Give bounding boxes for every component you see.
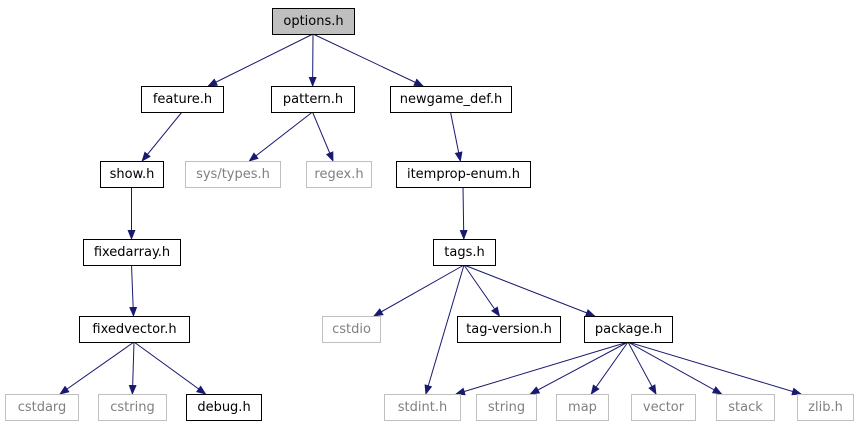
node-string[interactable]: string — [476, 394, 537, 421]
node-layer: options.h feature.h pattern.h newgame_def.h… — [5, 8, 854, 421]
node-box[interactable] — [457, 316, 561, 343]
node-sys-types[interactable]: sys/types.h — [185, 161, 281, 188]
edge-fixedvector-to-debug — [133, 341, 207, 395]
node-tags[interactable]: tags.h — [433, 239, 496, 266]
node-vector[interactable]: vector — [631, 394, 696, 421]
node-box[interactable] — [79, 316, 190, 343]
node-box[interactable] — [271, 86, 355, 113]
node-label: itemprop-enum.h — [407, 167, 520, 182]
node-label: show.h — [110, 167, 155, 182]
edge-tags-to-cstdio — [373, 264, 465, 317]
edge-package-to-stdint — [455, 341, 629, 396]
node-stack[interactable]: stack — [716, 394, 775, 421]
node-label: sys/types.h — [196, 167, 270, 182]
node-label: stdint.h — [398, 400, 447, 415]
edge-package-to-zlib — [627, 341, 802, 396]
node-label: vector — [643, 400, 685, 415]
node-box[interactable] — [272, 8, 355, 35]
edge-options-to-feature — [207, 33, 314, 87]
node-newgame-def[interactable]: newgame_def.h — [390, 86, 512, 113]
node-box[interactable] — [384, 394, 461, 421]
node-box[interactable] — [98, 394, 167, 421]
node-label: regex.h — [314, 167, 363, 182]
node-label: tags.h — [444, 245, 484, 260]
node-box[interactable] — [390, 86, 512, 113]
node-zlib[interactable]: zlib.h — [797, 394, 854, 421]
node-label: tag-version.h — [466, 322, 552, 337]
node-box[interactable] — [186, 394, 262, 421]
node-box[interactable] — [5, 394, 79, 421]
node-label: cstdarg — [18, 400, 67, 415]
node-feature[interactable]: feature.h — [141, 86, 224, 113]
edge-itemprop_enum-to-tags — [459, 186, 468, 240]
node-label: fixedarray.h — [94, 245, 170, 260]
node-box[interactable] — [306, 161, 372, 188]
node-label: newgame_def.h — [400, 92, 503, 107]
node-box[interactable] — [797, 394, 854, 421]
node-label: stack — [728, 400, 763, 415]
edge-pattern-to-sys_types — [248, 111, 313, 162]
node-box[interactable] — [396, 161, 531, 188]
node-pattern[interactable]: pattern.h — [271, 86, 355, 113]
node-tag-version[interactable]: tag-version.h — [457, 316, 561, 343]
node-stdint[interactable]: stdint.h — [384, 394, 461, 421]
node-map[interactable]: map — [556, 394, 609, 421]
node-options[interactable]: options.h — [272, 8, 355, 35]
node-box[interactable] — [716, 394, 775, 421]
edge-feature-to-show — [141, 111, 183, 162]
node-label: zlib.h — [808, 400, 843, 415]
node-show[interactable]: show.h — [100, 161, 164, 188]
edge-tags-to-stdint — [424, 264, 465, 395]
edge-fixedvector-to-cstring — [128, 341, 137, 395]
edge-newgame_def-to-itemprop_enum — [450, 111, 463, 162]
edge-fixedvector-to-cstdarg — [59, 341, 135, 395]
node-box[interactable] — [556, 394, 609, 421]
node-package[interactable]: package.h — [584, 316, 673, 343]
edge-package-to-vector — [627, 341, 657, 395]
node-itemprop-enum[interactable]: itemprop-enum.h — [396, 161, 531, 188]
node-box[interactable] — [631, 394, 696, 421]
node-label: debug.h — [197, 400, 250, 415]
node-box[interactable] — [83, 239, 181, 266]
node-box[interactable] — [476, 394, 537, 421]
node-label: cstring — [110, 400, 154, 415]
edge-package-to-map — [590, 341, 629, 395]
node-cstdarg[interactable]: cstdarg — [5, 394, 79, 421]
node-cstdio[interactable]: cstdio — [322, 316, 381, 343]
edge-tags-to-package — [463, 264, 596, 317]
node-box[interactable] — [322, 316, 381, 343]
edge-tags-to-tag_version — [463, 264, 501, 317]
edge-options-to-newgame_def — [312, 33, 424, 87]
node-label: cstdio — [332, 322, 371, 337]
edge-fixedarray-to-fixedvector — [129, 264, 138, 317]
node-label: string — [488, 400, 525, 415]
node-box[interactable] — [584, 316, 673, 343]
node-label: map — [568, 400, 597, 415]
node-label: pattern.h — [283, 92, 343, 107]
node-cstring[interactable]: cstring — [98, 394, 167, 421]
node-label: options.h — [283, 14, 343, 29]
node-regex[interactable]: regex.h — [306, 161, 372, 188]
node-fixedarray[interactable]: fixedarray.h — [83, 239, 181, 266]
node-fixedvector[interactable]: fixedvector.h — [79, 316, 190, 343]
node-label: package.h — [595, 322, 662, 337]
node-box[interactable] — [185, 161, 281, 188]
node-box[interactable] — [433, 239, 496, 266]
edge-pattern-to-regex — [312, 111, 334, 162]
node-label: feature.h — [153, 92, 212, 107]
node-debug[interactable]: debug.h — [186, 394, 262, 421]
edge-package-to-string — [529, 341, 629, 395]
edge-package-to-stack — [627, 341, 723, 395]
node-box[interactable] — [100, 161, 164, 188]
node-label: fixedvector.h — [92, 322, 176, 337]
edge-layer — [59, 33, 802, 396]
node-box[interactable] — [141, 86, 224, 113]
